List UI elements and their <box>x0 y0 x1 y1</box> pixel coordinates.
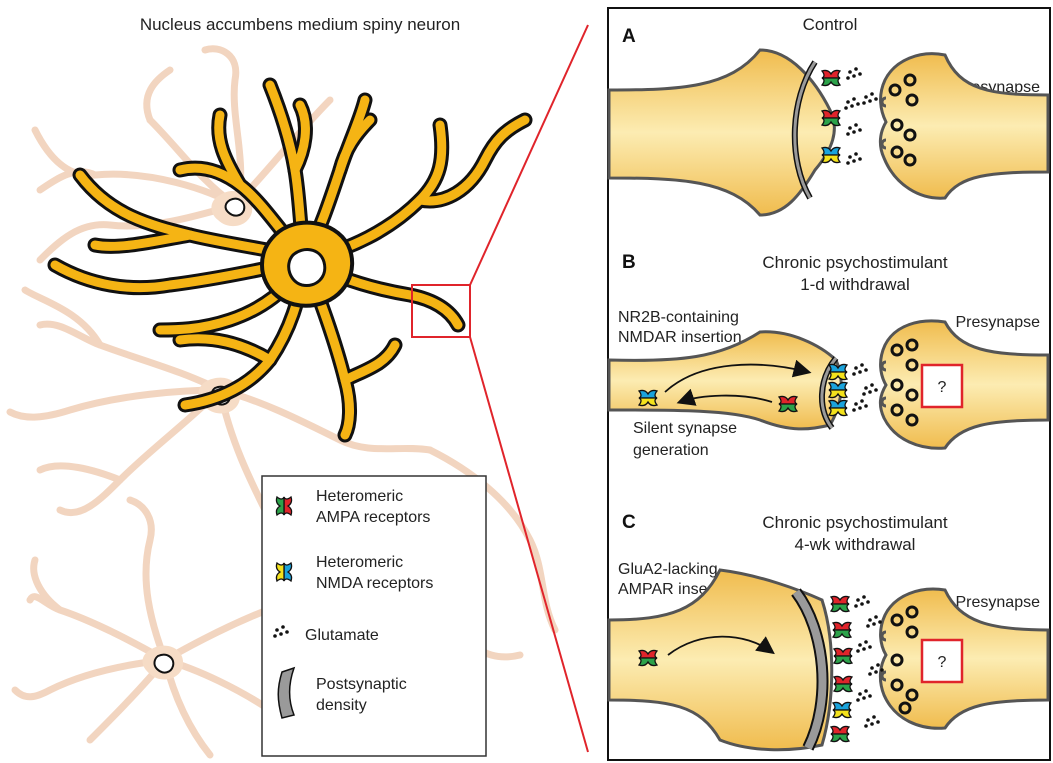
panel-b-silent-line2: generation <box>633 442 709 459</box>
left-title: Nucleus accumbens medium spiny neuron <box>140 15 460 34</box>
legend-ampa-line1: Heteromeric <box>316 488 403 505</box>
panel-c-title-line1: Chronic psychostimulant <box>762 513 947 532</box>
zoom-line-bottom <box>470 337 588 752</box>
legend-psd-line2: density <box>316 697 367 714</box>
panel-b-presynapse-label: Presynapse <box>956 314 1041 331</box>
panel-c-title-line2: 4-wk withdrawal <box>795 535 916 554</box>
panel-b-title-line1: Chronic psychostimulant <box>762 253 947 272</box>
panel-c-unknown-mark: ? <box>938 654 947 671</box>
panel-c-insertion-line1: GluA2-lacking <box>618 561 718 578</box>
panel-b-unknown-mark: ? <box>938 379 947 396</box>
panel-c-presynapse-label: Presynapse <box>956 594 1041 611</box>
panel-b-insertion-line1: NR2B-containing <box>618 309 739 326</box>
legend-ampa-line2: AMPA receptors <box>316 509 430 526</box>
panel-b-title-line2: 1-d withdrawal <box>800 275 910 294</box>
legend-nmda-line2: NMDA receptors <box>316 575 433 592</box>
panel-b-silent-line1: Silent synapse <box>633 420 737 437</box>
legend-glutamate: Glutamate <box>305 627 379 644</box>
legend: Heteromeric AMPA receptors Heteromeric N… <box>262 476 486 756</box>
panel-a-title: Control <box>803 15 858 34</box>
legend-nmda-line1: Heteromeric <box>316 554 403 571</box>
panel-a-letter: A <box>622 26 636 47</box>
panel-c-letter: C <box>622 512 636 533</box>
panel-b-letter: B <box>622 252 636 273</box>
legend-psd-line1: Postsynaptic <box>316 676 407 693</box>
panel-b-insertion-line2: NMDAR insertion <box>618 329 742 346</box>
neuron-soma <box>262 223 352 306</box>
